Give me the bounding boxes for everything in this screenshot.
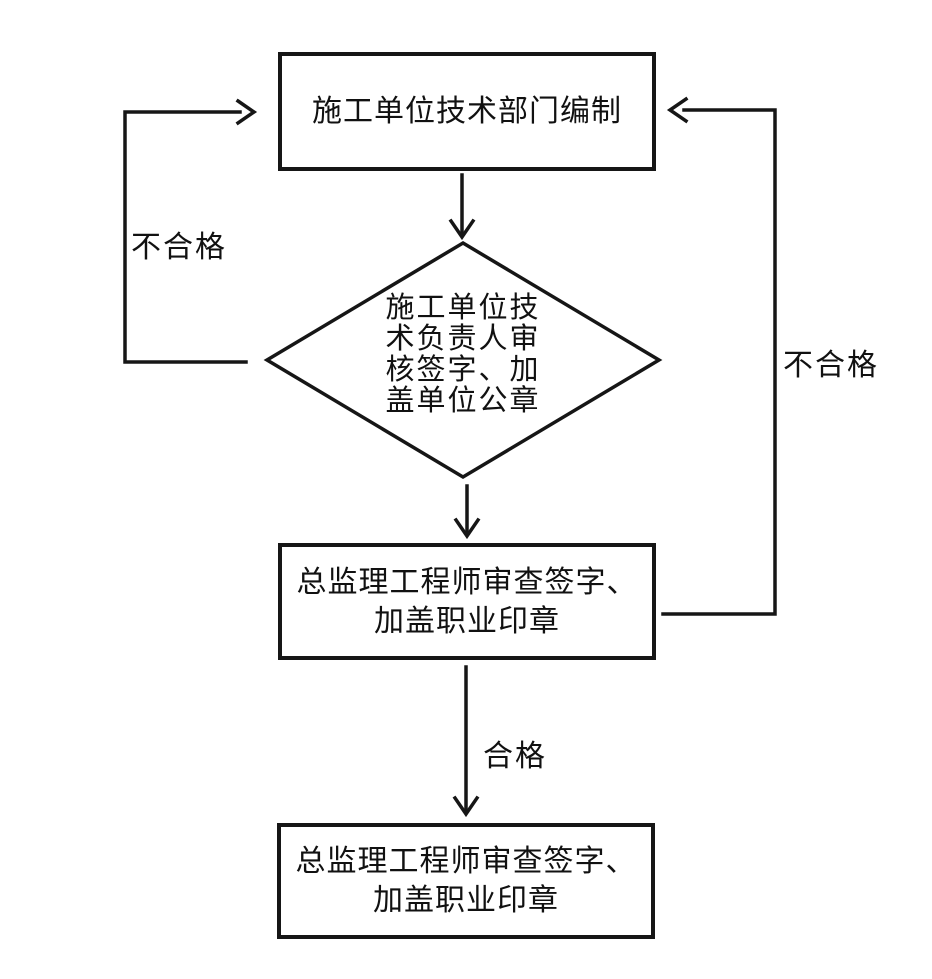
node-final-review-line1: 总监理工程师审查签字、 [295,844,637,879]
diamond-shape [263,240,663,480]
feedback-right-line [661,108,777,616]
node-review-line: 施工单位技 [385,290,541,324]
node-compile: 施工单位技术部门编制 [278,52,656,171]
node-chief-review-line1: 总监理工程师审查签字、 [296,564,638,600]
node-chief-review: 总监理工程师审查签字、 加盖职业印章 [278,543,656,660]
node-chief-review-line2: 加盖职业印章 [374,603,560,639]
node-review-line: 核签字、加 [385,352,541,386]
arrow-compile-to-review-head [448,218,476,241]
node-compile-label: 施工单位技术部门编制 [312,94,622,129]
feedback-left-line [123,110,248,364]
node-final-review: 总监理工程师审查签字、 加盖职业印章 [277,823,655,939]
node-review-line: 盖单位公章 [385,383,541,417]
node-review-line: 术负责人审 [385,321,541,355]
feedback-right-arrow-head [666,96,689,124]
node-review-label: 施工单位技 术负责人审 核签字、加 盖单位公章 [373,292,553,416]
edge-label-fail-right: 不合格 [783,348,879,383]
feedback-left-arrow-head [235,98,258,126]
arrow-review-to-chief-head [453,517,481,540]
node-final-review-line2: 加盖职业印章 [373,883,559,918]
edge-label-fail-left: 不合格 [131,230,227,265]
arrow-chief-to-final-head [452,795,480,818]
edge-label-pass: 合格 [483,739,547,774]
